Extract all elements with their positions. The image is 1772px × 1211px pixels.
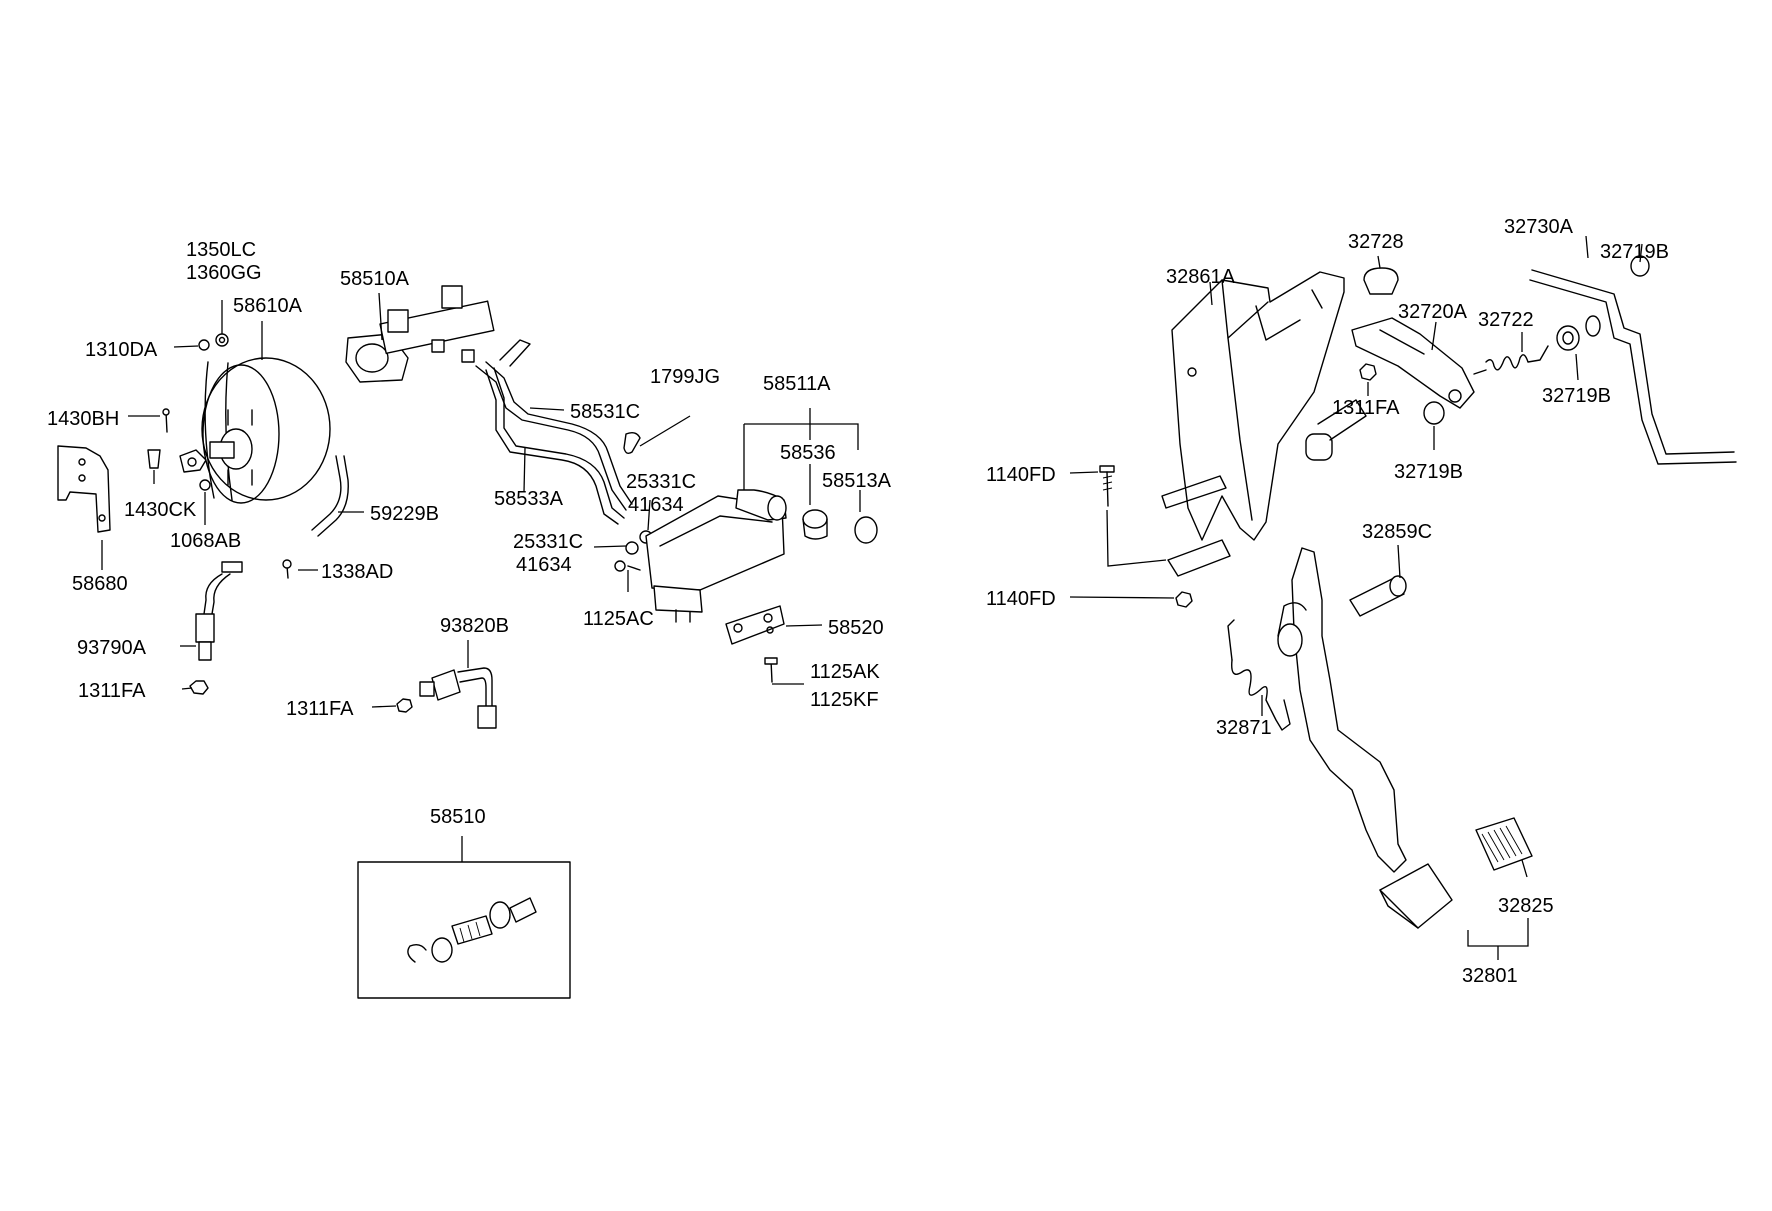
callout-labels: 1350LC 1360GG 58610A 1310DA 1430BH 1430C… [47,216,1669,987]
brake-booster [201,357,331,504]
label-1311FA-b: 1311FA [286,698,354,720]
label-1140FD-b: 1140FD [986,588,1056,610]
booster-bracket [57,445,111,533]
label-58610A: 58610A [233,295,303,317]
bushing-32719B-b [1556,325,1580,351]
bolt-1140FD-a [1099,465,1115,507]
label-32801: 32801 [1462,965,1518,987]
label-58520: 58520 [828,617,884,639]
brake-tube-58531C [475,339,633,511]
bolt-1338AD [282,559,292,579]
vacuum-hose [311,455,342,531]
label-1125AK: 1125AK [810,661,880,683]
label-32730A: 32730A [1504,216,1574,238]
label-58510A: 58510A [340,268,410,290]
label-93820B: 93820B [440,615,509,637]
bushing-32719B-c [1423,401,1445,425]
nut-1140FD-b [1175,591,1193,608]
lever-32720A [1351,317,1475,409]
label-41634-b: 41634 [516,554,572,576]
label-32859C: 32859C [1362,521,1432,543]
rod-32730A [1529,269,1737,465]
nut-1311FA-c [1359,363,1377,381]
label-58533A: 58533A [494,488,564,510]
label-58680: 58680 [72,573,128,595]
label-1125AC: 1125AC [583,608,654,630]
label-32825: 32825 [1498,895,1554,917]
label-1068AB: 1068AB [170,530,241,552]
label-58510: 58510 [430,806,486,828]
stopper-32728 [1363,267,1399,295]
clip-1068AB [199,479,211,491]
bolt-1125AK [764,657,778,683]
switch-93820B [419,667,497,729]
spring-32722 [1473,345,1549,375]
nut-1311FA-b [396,698,413,713]
reservoir-bracket [725,605,785,645]
brake-tube-58533A [485,367,625,525]
label-1140FD-a: 1140FD [986,464,1056,486]
pedal-bracket [1161,271,1367,577]
pin-1430CK [147,449,161,469]
label-32720A: 32720A [1398,301,1468,323]
label-25331C-b: 25331C [513,531,583,553]
label-58531C: 58531C [570,401,640,423]
label-1430BH: 1430BH [47,408,119,430]
label-58511A: 58511A [763,373,831,395]
repair-kit-box [357,861,571,999]
nut-1310DA [198,339,210,351]
label-1430CK: 1430CK [124,499,197,521]
label-1311FA-a: 1311FA [78,680,146,702]
label-1350LC: 1350LC [186,239,256,261]
label-1125KF: 1125KF [810,689,879,711]
spring-32871 [1227,619,1291,731]
label-1310DA: 1310DA [85,339,158,361]
label-32861A: 32861A [1166,266,1236,288]
label-1311FA-c: 1311FA [1332,397,1400,419]
brake-pedal-arm [1277,547,1453,929]
clip-1799JG [623,431,641,455]
label-58536: 58536 [780,442,836,464]
label-59229B: 59229B [370,503,439,525]
label-58513A: 58513A [822,470,892,492]
bushing-32719B-a [1630,255,1650,277]
label-32728: 32728 [1348,231,1404,253]
leader-lines [101,235,1643,960]
label-93790A: 93790A [77,637,147,659]
reservoir-tank [645,489,787,623]
nut-1311FA-a [189,680,209,695]
label-1338AD: 1338AD [321,561,393,583]
pin-1430BH [162,408,170,433]
cap-58513A [854,516,878,544]
label-25331C-a: 25331C [626,471,696,493]
label-1799JG: 1799JG [650,366,720,388]
stoplamp-switch-93790A [195,561,243,661]
label-32719B-a: 32719B [1600,241,1669,263]
label-32871: 32871 [1216,717,1272,739]
bolt-1125AC [627,565,641,571]
washer-1350LC [215,333,229,347]
label-32722: 32722 [1478,309,1534,331]
label-32719B-b: 32719B [1542,385,1611,407]
label-1360GG: 1360GG [186,262,262,284]
pedal-pad-32825 [1475,817,1533,871]
cap-58536 [802,509,828,540]
booster-clevis [179,449,207,473]
label-32719B-c: 32719B [1394,461,1463,483]
label-41634-a: 41634 [628,494,684,516]
bushing-32859C [1349,575,1407,617]
master-cylinder [345,285,495,383]
